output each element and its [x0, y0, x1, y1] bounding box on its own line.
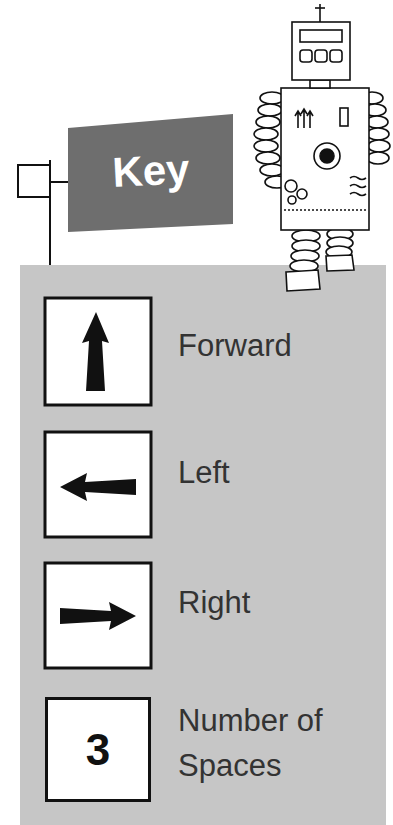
legend-label: Left — [178, 450, 378, 495]
sample-box: 3 — [45, 697, 151, 802]
robot-button — [330, 50, 342, 62]
right-arrow — [60, 602, 136, 630]
legend-label: Forward — [178, 323, 378, 368]
robot-antenna-tip — [315, 7, 325, 9]
robot-button — [315, 50, 327, 62]
robot-head — [292, 22, 350, 80]
robot-vents — [295, 109, 313, 128]
robot-gear — [288, 196, 296, 204]
number-label: 3 — [86, 725, 110, 775]
robot-dial-center — [320, 149, 334, 163]
robot-gear — [285, 180, 297, 192]
legend-label: Number of Spaces — [178, 698, 373, 788]
forward-sample-box — [45, 298, 151, 405]
flag-square — [18, 165, 50, 197]
robot-antenna — [319, 4, 321, 22]
right-sample-box — [45, 563, 151, 668]
robot-left-foot — [286, 270, 320, 291]
key-panel — [20, 265, 386, 825]
left-sample-box — [45, 432, 151, 537]
robot-squiggles — [350, 177, 366, 196]
left-arrow — [60, 473, 136, 501]
robot-left-leg — [290, 230, 320, 272]
robot-display — [300, 30, 342, 42]
legend-label: Right — [178, 580, 378, 625]
robot-dial — [314, 143, 340, 169]
robot-gear — [297, 189, 307, 199]
robot-illustration — [254, 4, 390, 291]
robot-neck — [310, 80, 330, 88]
robot-right-foot — [326, 255, 354, 271]
key-banner — [68, 114, 233, 232]
forward-arrow — [82, 312, 109, 391]
robot-button — [300, 50, 312, 62]
robot-belt — [284, 209, 366, 211]
robot-body — [281, 88, 369, 230]
robot-right-leg — [326, 228, 353, 258]
robot-switch — [340, 108, 348, 126]
key-title: Key — [71, 142, 231, 200]
flag-arm — [50, 181, 68, 183]
